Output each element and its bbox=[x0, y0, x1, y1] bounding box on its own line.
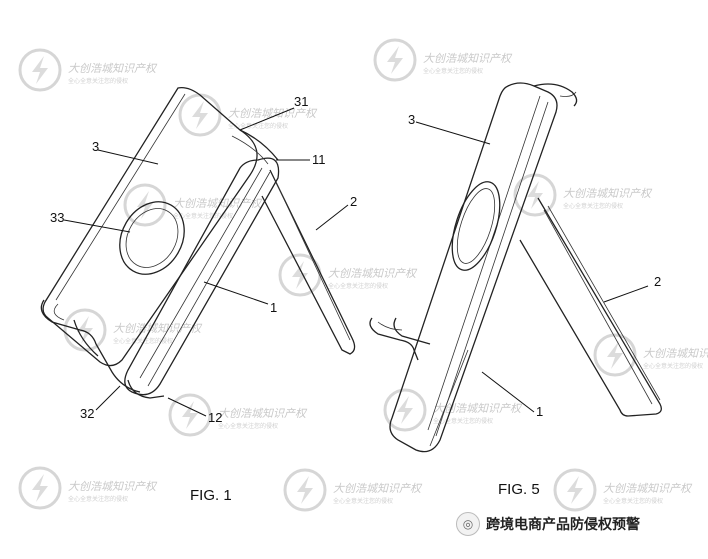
brand-text: 跨境电商产品防侵权预警 bbox=[486, 517, 640, 533]
watermark-tagline: 全心全意关注您的侵权 bbox=[228, 122, 288, 130]
fig1-label-2: 2 bbox=[350, 194, 357, 209]
brand-badge: ◎ 跨境电商产品防侵权预警 bbox=[456, 512, 640, 536]
watermark-text: 大创浩城知识产权 bbox=[173, 197, 263, 210]
watermark-text: 大创浩城知识产权 bbox=[218, 407, 308, 420]
watermark-text: 大创浩城知识产权 bbox=[68, 480, 158, 493]
watermark-text: 大创浩城知识产权 bbox=[113, 322, 203, 335]
watermark-text: 大创浩城知识产权 bbox=[68, 62, 158, 75]
watermark-tagline: 全心全意关注您的侵权 bbox=[643, 362, 703, 370]
watermark-text: 大创浩城知识产权 bbox=[563, 187, 653, 200]
fig5-label-3: 3 bbox=[408, 112, 415, 127]
fig1-label-12: 12 bbox=[208, 410, 222, 425]
watermark-text: 大创浩城知识产权 bbox=[333, 482, 423, 495]
fig5-leaders bbox=[415, 121, 649, 413]
watermark-text: 大创浩城知识产权 bbox=[603, 482, 693, 495]
watermark-text: 大创浩城知识产权 bbox=[228, 107, 318, 120]
watermark-tagline: 全心全意关注您的侵权 bbox=[68, 495, 128, 503]
watermark-tagline: 全心全意关注您的侵权 bbox=[218, 422, 278, 430]
fig1-label-3: 3 bbox=[92, 139, 99, 154]
watermark-tagline: 全心全意关注您的侵权 bbox=[563, 202, 623, 210]
watermark-tagline: 全心全意关注您的侵权 bbox=[433, 417, 493, 425]
fig5-label-1: 1 bbox=[536, 404, 543, 419]
fig1-device bbox=[40, 87, 356, 399]
fig1-label-31: 31 bbox=[294, 94, 308, 109]
fig5-caption: FIG. 5 bbox=[498, 481, 540, 498]
watermark-tagline: 全心全意关注您的侵权 bbox=[328, 282, 388, 290]
watermark-text: 大创浩城知识产权 bbox=[423, 52, 513, 65]
watermark-tagline: 全心全意关注您的侵权 bbox=[173, 212, 233, 220]
watermark-tagline: 全心全意关注您的侵权 bbox=[113, 337, 173, 345]
watermark-tagline: 全心全意关注您的侵权 bbox=[423, 67, 483, 75]
watermark-tagline: 全心全意关注您的侵权 bbox=[603, 497, 663, 505]
fig1-label-32: 32 bbox=[80, 406, 94, 421]
fig1-label-33: 33 bbox=[50, 210, 64, 225]
fig1-leaders bbox=[63, 107, 349, 417]
watermark-text: 大创浩城知识产权 bbox=[433, 402, 523, 415]
watermark-text: 大创浩城知识产权 bbox=[643, 347, 708, 360]
fig5-label-2: 2 bbox=[654, 274, 661, 289]
watermark-text: 大创浩城知识产权 bbox=[328, 267, 418, 280]
fig1-caption: FIG. 1 bbox=[190, 487, 232, 504]
fig1-label-1: 1 bbox=[270, 300, 277, 315]
watermark-tagline: 全心全意关注您的侵权 bbox=[68, 77, 128, 85]
watermark-tagline: 全心全意关注您的侵权 bbox=[333, 497, 393, 505]
wechat-icon: ◎ bbox=[456, 512, 480, 536]
fig5-device bbox=[369, 82, 662, 453]
watermark-layer: 大创浩城知识产权全心全意关注您的侵权大创浩城知识产权全心全意关注您的侵权大创浩城… bbox=[18, 38, 708, 512]
fig1-label-11: 11 bbox=[312, 152, 326, 167]
